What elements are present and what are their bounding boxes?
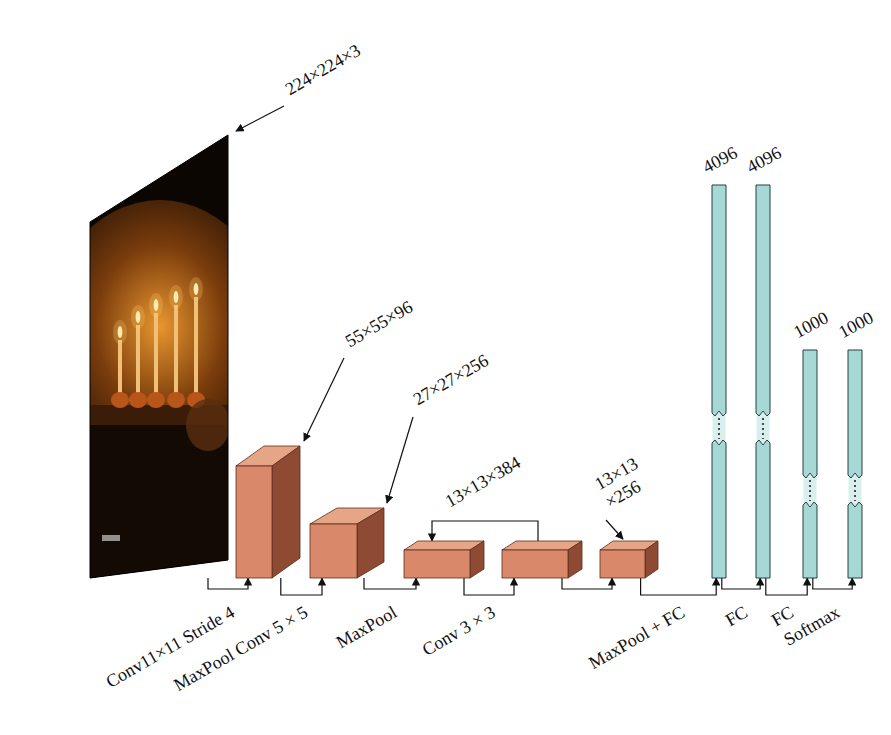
leader-arrow	[304, 358, 344, 441]
candle-photo	[40, 135, 280, 585]
bar-upper	[803, 350, 817, 478]
layer-arrow	[364, 578, 416, 589]
bar-lower	[803, 502, 817, 578]
bar-gap	[713, 413, 726, 443]
dimension-label: 13×13 ×256	[591, 453, 652, 512]
layer-shape	[803, 350, 817, 578]
dimension-label: 13×13×384	[442, 452, 524, 512]
dimension-label: 1000	[790, 308, 831, 343]
block-front	[236, 466, 272, 578]
dimension-label: 4096	[699, 143, 740, 178]
operation-label: MaxPool Conv 5 × 5	[171, 602, 312, 696]
layer-shape	[310, 508, 384, 578]
block-side	[470, 541, 484, 578]
layer-shape	[756, 185, 770, 578]
bar-lower	[712, 440, 726, 578]
bar-dots	[809, 480, 811, 501]
bar-upper	[712, 185, 726, 416]
input-image: 224×224×3	[90, 135, 228, 578]
layer-arrow	[432, 521, 538, 541]
dimension-label: 27×27×256	[410, 350, 492, 410]
layer-arrow	[766, 578, 807, 595]
dimension-label: 4096	[743, 143, 784, 178]
fc-layer-bar: 1000	[803, 350, 817, 578]
block-side	[645, 541, 658, 578]
layer-arrow	[281, 578, 322, 595]
operation-label: MaxPool	[333, 602, 401, 653]
layer-arrow	[813, 578, 852, 589]
layer-arrow	[562, 578, 612, 589]
bar-dots	[762, 418, 764, 439]
layer-arrow	[722, 578, 760, 589]
fc-layer-bar: 4096	[756, 185, 770, 578]
layer-shape	[600, 541, 658, 578]
bar-dots	[854, 480, 856, 501]
block-front	[404, 550, 470, 578]
feature-block: 27×27×256	[310, 508, 384, 578]
bar-upper	[756, 185, 770, 416]
operation-label: MaxPool + FC	[586, 602, 689, 674]
layer-arrow	[208, 578, 248, 589]
block-front	[502, 550, 568, 578]
bar-lower	[848, 502, 862, 578]
bar-gap	[804, 475, 817, 505]
layer-shape	[712, 185, 726, 578]
block-side	[272, 446, 300, 578]
layer-shape	[236, 446, 300, 578]
leader-arrow	[387, 417, 413, 503]
layer-arrow	[464, 578, 514, 595]
layer-arrow	[641, 578, 717, 595]
operation-label: FC	[722, 602, 751, 631]
feature-block: 13×13×384	[404, 541, 484, 578]
operation-label: Conv11×11 Stride 4	[102, 602, 238, 692]
bar-lower	[756, 440, 770, 578]
leader-arrow	[236, 106, 284, 131]
leader-arrow	[606, 520, 623, 539]
block-side	[357, 508, 384, 578]
dimension-label: 1000	[835, 308, 876, 343]
fc-layer-bar: 4096	[712, 185, 726, 578]
block-front	[600, 550, 645, 578]
block-side	[568, 541, 582, 578]
dimension-label: 224×224×3	[282, 40, 364, 100]
layer-shape	[502, 541, 582, 578]
feature-block	[502, 541, 582, 578]
bar-gap	[849, 475, 862, 505]
dimension-label: 55×55×96	[342, 297, 417, 352]
block-front	[310, 524, 357, 578]
layer-shape	[90, 135, 228, 578]
layer-shape	[848, 350, 862, 578]
fc-layer-bar: 1000	[848, 350, 862, 578]
bar-dots	[718, 418, 720, 439]
bar-gap	[757, 413, 770, 443]
operation-label: Conv 3 × 3	[419, 602, 499, 660]
layer-shape	[404, 541, 484, 578]
bar-upper	[848, 350, 862, 478]
feature-block: 55×55×96	[236, 446, 300, 578]
feature-block: 13×13 ×256	[600, 541, 658, 578]
